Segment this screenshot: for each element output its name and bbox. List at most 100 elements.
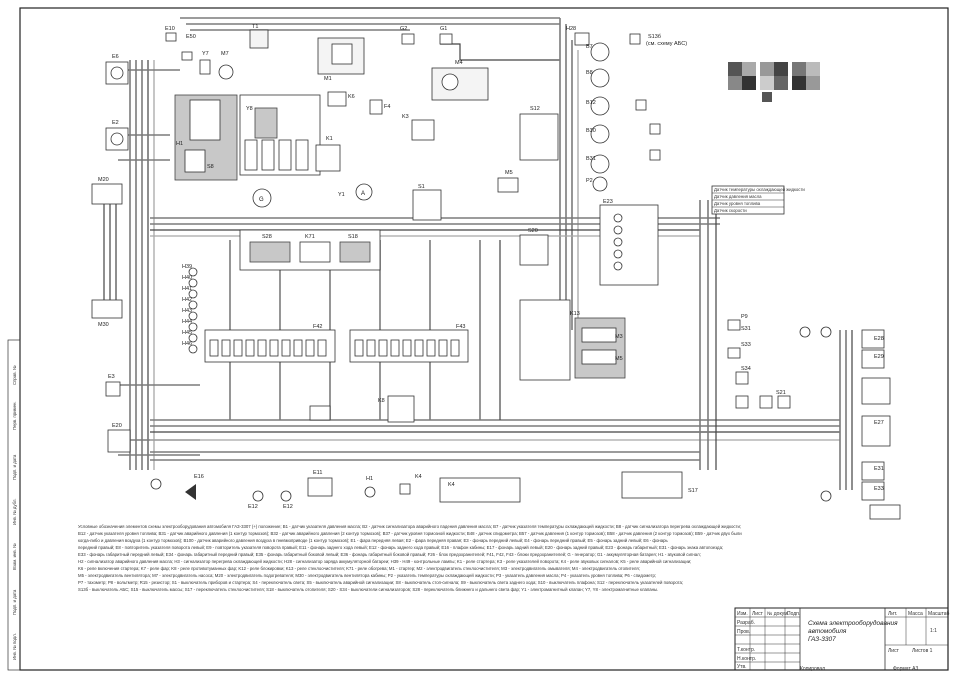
svg-text:H1: H1 xyxy=(366,476,373,482)
svg-text:передний правый; E8 - повторит: передний правый; E8 - повторитель указат… xyxy=(78,545,723,550)
top-wire-bundle xyxy=(180,17,579,340)
svg-text:E50: E50 xyxy=(186,34,196,40)
switch-S5: S20 xyxy=(519,228,549,266)
svg-text:1:1: 1:1 xyxy=(930,628,937,634)
svg-text:P9: P9 xyxy=(741,314,748,320)
left-harness xyxy=(118,60,200,470)
svg-text:S20: S20 xyxy=(528,228,538,234)
svg-text:F42: F42 xyxy=(313,324,322,330)
side-strip xyxy=(7,339,21,671)
svg-text:S33: S33 xyxy=(741,342,751,348)
svg-text:M4: M4 xyxy=(455,60,463,66)
component-Y7: Y7 xyxy=(199,51,211,75)
ammeter-A xyxy=(355,183,373,201)
svg-text:A: A xyxy=(361,191,365,197)
svg-text:E2: E2 xyxy=(112,120,119,126)
fuse-block-F43: F43 xyxy=(349,324,469,363)
svg-text:H42: H42 xyxy=(182,297,192,303)
svg-text:H2 - сигнализатор аварийного д: H2 - сигнализатор аварийного давления ма… xyxy=(78,559,691,564)
relay-K8 xyxy=(387,395,415,423)
svg-text:H41: H41 xyxy=(182,286,192,292)
sensor-row: P9 S31 S33 S34 S21 xyxy=(727,314,791,409)
side-strip-labels: Инв. № подл. Подп. и дата Взам. инв. № И… xyxy=(12,365,17,660)
svg-text:K4: K4 xyxy=(415,474,422,480)
svg-text:Разраб.: Разраб. xyxy=(737,620,755,626)
svg-text:Датчик скорости: Датчик скорости xyxy=(714,208,747,213)
svg-text:S21: S21 xyxy=(776,390,786,396)
copied-label: Копировал xyxy=(800,666,825,672)
svg-text:когда-либо и давления воздуха: когда-либо и давления воздуха (1 контур … xyxy=(78,538,669,543)
component-M1: M1 xyxy=(317,37,365,82)
component-E50: E50 xyxy=(181,34,196,61)
svg-text:K6 - реле включения стартера;: K6 - реле включения стартера; K7 - реле … xyxy=(78,566,640,571)
generator-G xyxy=(252,188,272,208)
component-H28: H28 xyxy=(566,26,590,46)
svg-text:H40: H40 xyxy=(182,275,192,281)
svg-text:H44: H44 xyxy=(182,319,192,325)
svg-text:E27: E27 xyxy=(874,420,884,426)
legend-text: Условные обозначения элементов схемы эле… xyxy=(78,524,742,592)
svg-text:Инв. № подл.: Инв. № подл. xyxy=(12,633,17,660)
svg-text:E6: E6 xyxy=(112,54,119,60)
right-lamp-cluster: E28 E29 E27 E31 E33 xyxy=(799,326,901,520)
svg-text:Условные обозначения элементов: Условные обозначения элементов схемы эле… xyxy=(78,524,741,529)
svg-text:S28: S28 xyxy=(262,234,272,240)
svg-text:S18: S18 xyxy=(348,234,358,240)
svg-text:Справ. №: Справ. № xyxy=(12,365,17,385)
svg-text:E29: E29 xyxy=(874,354,884,360)
bottom-lamp-row: E3 E20 E16 E12 E12 E11 H1 K4 S17 xyxy=(105,374,698,510)
relay-K4 xyxy=(309,405,331,421)
svg-text:T1: T1 xyxy=(252,24,258,30)
fuse-block-F41-F42: F42 xyxy=(204,324,336,363)
component-S12: S12 xyxy=(519,106,559,161)
lamp-block-E23: E23 xyxy=(599,199,659,286)
svg-text:(см. схему АБС): (см. схему АБС) xyxy=(646,41,687,47)
svg-text:K71: K71 xyxy=(305,234,315,240)
svg-text:K6: K6 xyxy=(348,94,355,100)
svg-text:K4: K4 xyxy=(448,482,455,488)
svg-text:M5: M5 xyxy=(505,170,513,176)
svg-text:Лит.: Лит. xyxy=(888,611,897,617)
svg-text:Датчик давления масла: Датчик давления масла xyxy=(714,194,762,199)
svg-text:E31: E31 xyxy=(874,466,884,472)
svg-text:Изм.: Изм. xyxy=(737,611,748,617)
svg-text:Масштаб: Масштаб xyxy=(928,611,950,617)
svg-text:Лист: Лист xyxy=(888,648,900,654)
resistor-R15 xyxy=(184,149,206,173)
svg-text:E28: E28 xyxy=(874,336,884,342)
svg-text:B12 - датчик указателя уровня: B12 - датчик указателя уровня топлива; B… xyxy=(78,531,742,536)
svg-text:Листов 1: Листов 1 xyxy=(912,648,933,654)
svg-text:S31: S31 xyxy=(741,326,751,332)
lamp-E6: E6 xyxy=(105,54,129,85)
svg-text:H43: H43 xyxy=(182,308,192,314)
svg-text:H39: H39 xyxy=(182,264,192,270)
svg-text:G: G xyxy=(259,197,264,203)
svg-text:Y7: Y7 xyxy=(202,51,209,57)
svg-text:Перв. примен.: Перв. примен. xyxy=(12,401,17,430)
component-M5: M5 xyxy=(497,170,519,193)
drawing-frame xyxy=(19,7,949,671)
svg-text:H45: H45 xyxy=(182,330,192,336)
svg-text:B12: B12 xyxy=(586,100,596,106)
svg-text:автомобиля: автомобиля xyxy=(808,627,847,635)
svg-text:№ докум.: № докум. xyxy=(767,611,789,617)
svg-text:S13б: S13б xyxy=(648,34,661,40)
svg-text:E12: E12 xyxy=(283,504,293,510)
svg-text:E20: E20 xyxy=(112,423,122,429)
svg-text:P2: P2 xyxy=(586,178,593,184)
component-M30: M30 xyxy=(91,299,123,328)
svg-text:Y1: Y1 xyxy=(338,192,345,198)
svg-text:Лист: Лист xyxy=(752,611,764,617)
svg-text:G2: G2 xyxy=(400,26,407,32)
svg-text:H1: H1 xyxy=(176,141,183,147)
swatch-legend xyxy=(728,62,820,102)
component-T1: T1 xyxy=(249,24,269,49)
svg-text:ГАЗ-3307: ГАЗ-3307 xyxy=(808,636,836,643)
svg-text:B30: B30 xyxy=(586,128,596,134)
svg-text:H28: H28 xyxy=(566,26,576,32)
component-G2: G2 xyxy=(400,26,415,45)
svg-text:G1: G1 xyxy=(440,26,447,32)
component-S1: S1 xyxy=(412,184,442,221)
svg-text:F4: F4 xyxy=(384,104,390,110)
svg-text:Подп. и дата: Подп. и дата xyxy=(12,454,17,480)
